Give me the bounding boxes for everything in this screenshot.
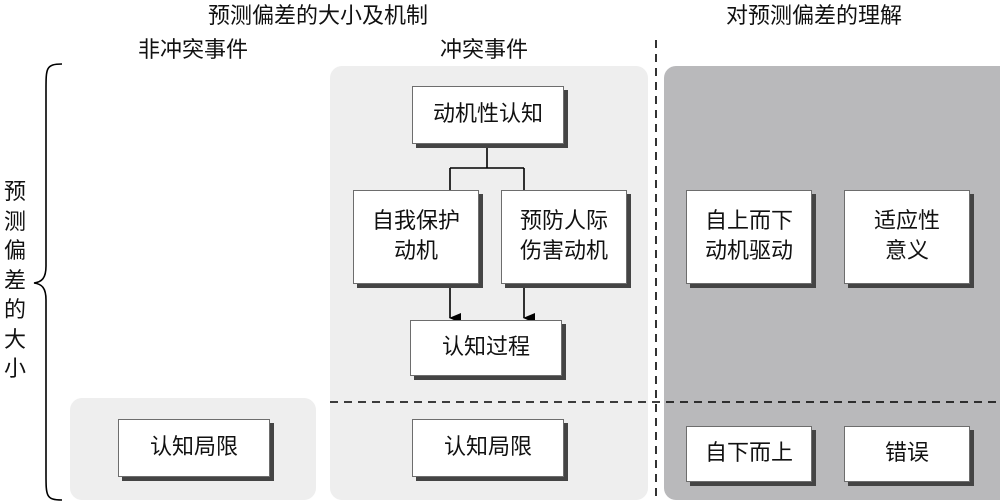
box-top-down: 自上而下 动机驱动: [686, 190, 812, 284]
box-label: 自下而上: [704, 441, 793, 466]
box-label: 认知过程: [441, 335, 530, 360]
side-label-char: 小: [3, 357, 26, 382]
box-adaptive-significance: 适应性 意义: [844, 190, 970, 284]
box-motivated-cognition: 动机性认知: [412, 86, 564, 144]
left-brace: [33, 63, 63, 501]
box-label: 错误: [884, 441, 929, 466]
side-label-char: 偏: [3, 239, 26, 264]
side-label-char: 差: [3, 268, 26, 294]
side-label-char: 测: [3, 209, 26, 235]
column-title-conflict: 冲突事件: [440, 38, 529, 63]
box-label-line: 预防人际: [519, 209, 608, 234]
box-cognitive-limitation-nonconflict: 认知局限: [118, 419, 270, 477]
box-label: 动机性认知: [432, 102, 543, 127]
side-label-char: 大: [3, 327, 26, 353]
side-label-char: 预: [3, 180, 26, 205]
box-label-line: 意义: [884, 239, 929, 264]
side-label-bias-magnitude: 预 测 偏 差 的 大 小: [2, 178, 28, 385]
box-label-line: 动机: [393, 239, 438, 264]
box-label-line: 自上而下: [704, 209, 793, 234]
section-title-understanding: 对预测偏差的理解: [726, 4, 903, 29]
box-cognitive-limitation-conflict: 认知局限: [412, 419, 564, 477]
box-label-line: 适应性: [873, 209, 940, 234]
box-label-line: 伤害动机: [519, 239, 608, 264]
section-title-magnitude-mechanism: 预测偏差的大小及机制: [208, 4, 429, 29]
box-prevent-harm-motive: 预防人际 伤害动机: [501, 190, 627, 284]
box-label-line: 动机驱动: [704, 239, 793, 264]
box-bottom-up: 自下而上: [686, 426, 812, 482]
box-label: 认知局限: [443, 435, 532, 460]
box-label: 认知局限: [149, 435, 238, 460]
box-self-protection-motive: 自我保护 动机: [353, 190, 479, 284]
box-cognitive-process: 认知过程: [410, 320, 562, 376]
box-label-line: 自我保护: [371, 209, 460, 234]
column-title-nonconflict: 非冲突事件: [138, 38, 249, 63]
box-error: 错误: [844, 426, 970, 482]
side-label-char: 的: [3, 298, 26, 323]
